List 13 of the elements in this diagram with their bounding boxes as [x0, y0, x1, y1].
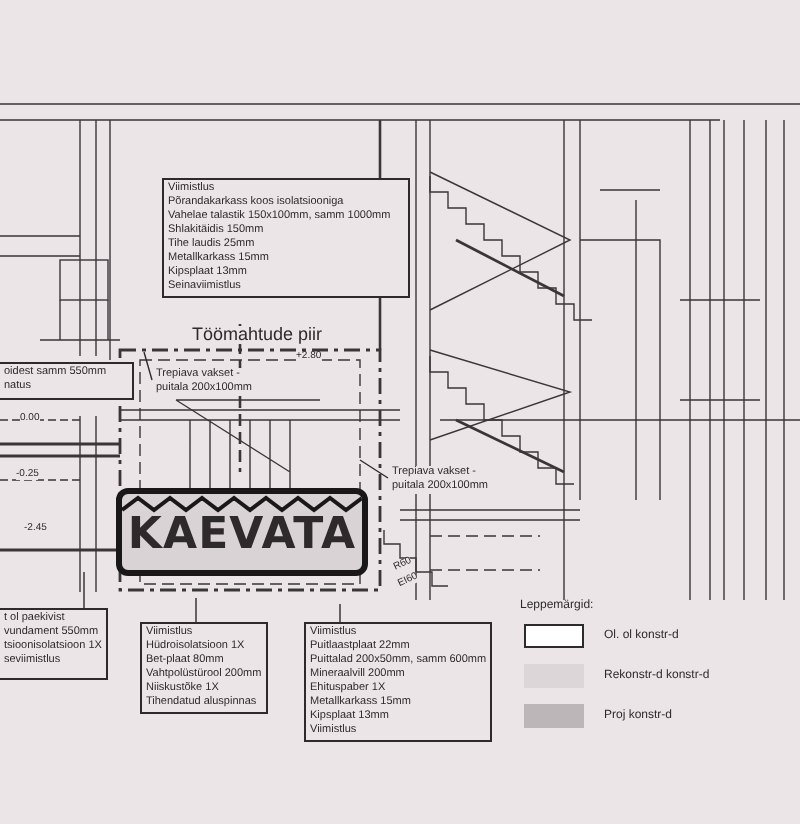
handwritten-text: KAEVATA [127, 514, 357, 558]
spec-box [304, 622, 493, 742]
spec-box [0, 362, 134, 400]
drawing-label: Töömahtude piir [192, 326, 323, 344]
leader-line [339, 603, 341, 623]
spec-box [140, 622, 268, 714]
hand-drawn-box [116, 488, 368, 576]
spec-box [0, 608, 108, 680]
leader-line [359, 459, 389, 479]
leader-line [83, 571, 85, 609]
leader-line [143, 351, 153, 381]
leader-line [195, 597, 197, 623]
spec-box [162, 178, 410, 298]
